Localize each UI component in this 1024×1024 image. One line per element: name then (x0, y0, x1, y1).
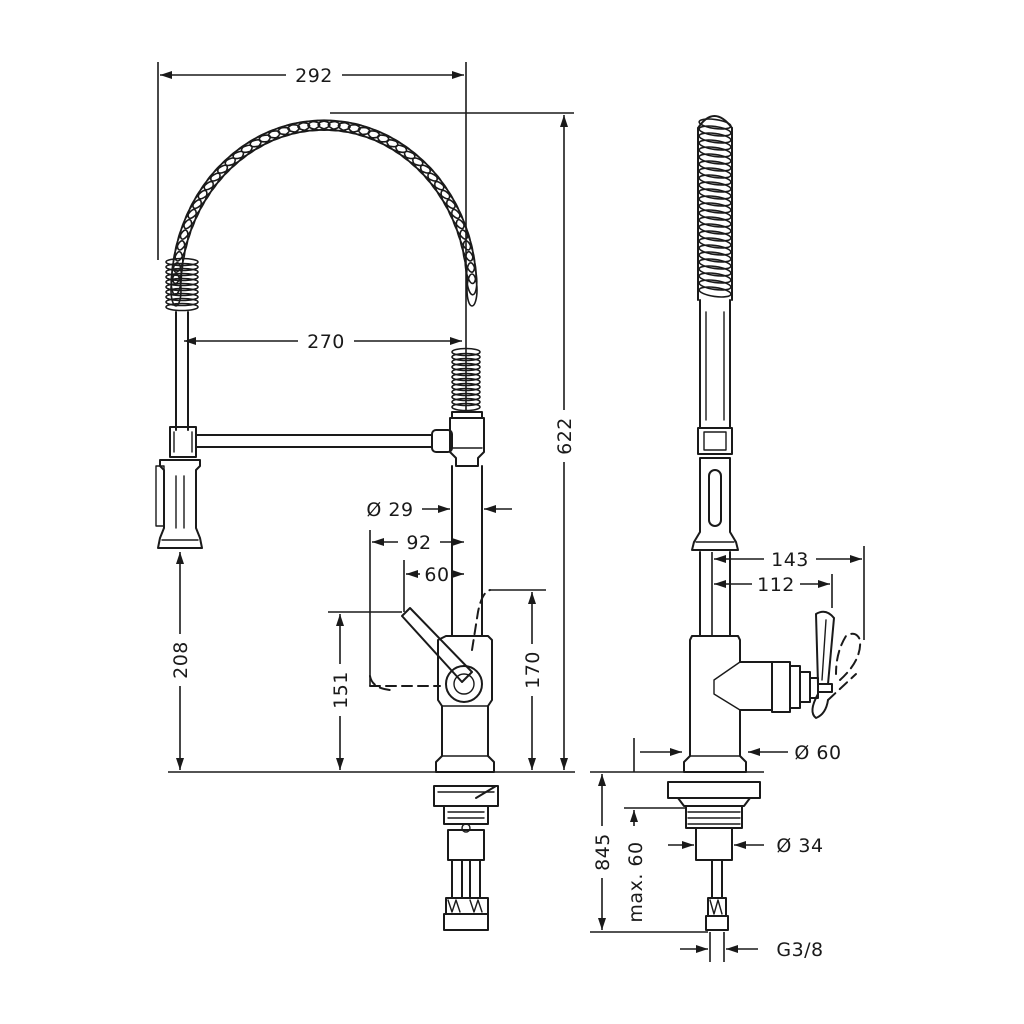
spray-holder (169, 426, 197, 458)
front-spray-tube (175, 311, 189, 431)
dim-handle-offset: 60 (403, 560, 464, 612)
dim-622-label: 622 (554, 417, 576, 455)
front-view: 292 270 622 208 Ø 29 (155, 62, 576, 931)
dim-151-label: 151 (330, 671, 352, 709)
dim-d60-label: Ø 60 (794, 742, 841, 764)
front-base (433, 785, 499, 931)
side-body (683, 635, 773, 773)
dim-845-label: 845 (592, 833, 614, 871)
side-view: 143 112 Ø 60 845 max. 60 (590, 115, 865, 962)
dim-170-label: 170 (522, 651, 544, 689)
dim-60-label: 60 (424, 564, 449, 586)
dim-max-deck: max. 60 (625, 810, 647, 923)
dim-body-diameter: Ø 29 (366, 499, 512, 521)
spout-arm (195, 429, 453, 453)
side-hose (699, 299, 731, 429)
dim-270-label: 270 (307, 331, 345, 353)
dim-shank-length: 845 (592, 774, 614, 930)
dim-lever-height: 151 (328, 611, 402, 770)
dim-g38-label: G3/8 (776, 939, 823, 961)
side-base (667, 781, 761, 931)
dim-shank-diameter: Ø 34 (668, 835, 823, 857)
front-body (435, 635, 495, 773)
dim-thread: G3/8 (680, 932, 823, 962)
dim-d34-label: Ø 34 (776, 835, 823, 857)
side-cartridge (771, 610, 862, 719)
dim-max60-label: max. 60 (625, 841, 647, 922)
dim-total-height: 622 (330, 112, 576, 770)
dim-spout-reach: 270 (184, 331, 462, 353)
side-spray-head (691, 457, 739, 551)
front-column-collar (449, 411, 485, 467)
dim-d29-label: Ø 29 (366, 499, 413, 521)
dim-handle-swing: 92 (369, 530, 464, 686)
dim-side-depth: 143 (711, 546, 865, 640)
spray-head (155, 459, 203, 549)
dim-112-label: 112 (757, 574, 795, 596)
dim-side-baseline (590, 771, 764, 933)
front-spring-coil (170, 119, 478, 307)
dim-base-diameter: Ø 60 (633, 738, 841, 772)
dim-overall-width: 292 (157, 62, 467, 410)
side-column (699, 551, 731, 637)
side-spray-holder (697, 427, 733, 455)
front-left-hose-coils (165, 257, 199, 312)
front-column (451, 465, 483, 637)
dim-292-label: 292 (295, 65, 333, 87)
dim-208-label: 208 (170, 641, 192, 679)
dim-143-label: 143 (771, 549, 809, 571)
front-lever (369, 589, 491, 703)
dim-body-height: 170 (490, 589, 546, 770)
dim-92-label: 92 (406, 532, 431, 554)
dim-spray-height: 208 (170, 552, 192, 770)
side-spring-coil (697, 115, 733, 301)
dim-side-lever: 112 (714, 574, 833, 608)
